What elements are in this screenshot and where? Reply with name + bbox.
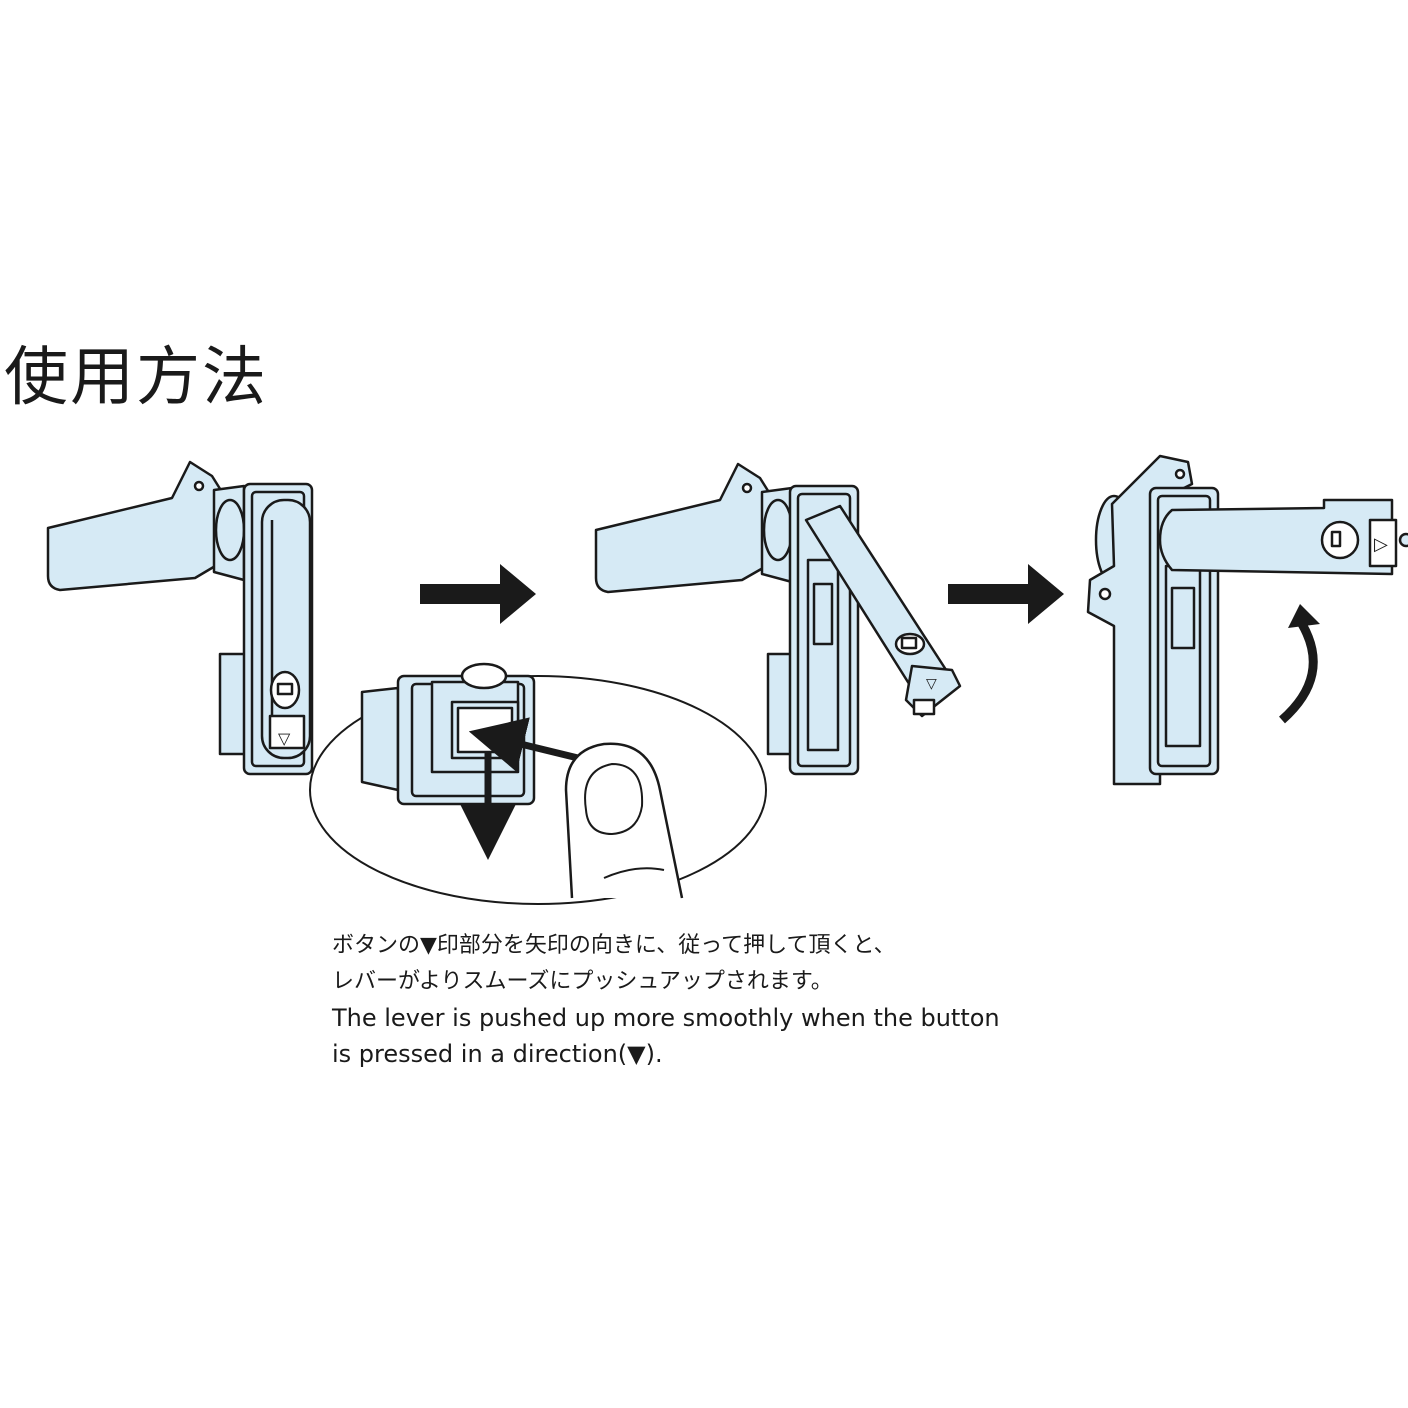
caption-ja-line-2: レバーがよりスムーズにプッシュアップされます。 [332, 969, 833, 994]
page-title: 使用方法 [4, 341, 268, 415]
step-3-lever-open: ▷ [1086, 454, 1408, 786]
usage-caption: ボタンの▼印部分を矢印の向きに、従って押して頂くと、 レバーがよりスムーズにプッ… [332, 928, 1052, 1072]
button-mark-2: ▽ [926, 676, 937, 692]
step-1-lever-closed: ▽ [46, 460, 314, 776]
button-mark-1: ▽ [278, 729, 291, 748]
caption-en-line-1: The lever is pushed up more smoothly whe… [332, 1004, 1000, 1032]
caption-en-line-2: is pressed in a direction(▼). [332, 1040, 663, 1068]
rotation-arrow [1278, 604, 1320, 724]
caption-ja-line-1: ボタンの▼印部分を矢印の向きに、従って押して頂くと、 [332, 933, 896, 958]
arrow-step-1-to-2 [420, 564, 536, 624]
button-mark-3: ▷ [1374, 534, 1388, 555]
arrow-step-2-to-3 [948, 564, 1064, 624]
push-arrow-diagonal [468, 717, 579, 772]
button-detail-callout [309, 662, 767, 905]
step-2-lever-pushing-up: ▽ [594, 462, 962, 776]
